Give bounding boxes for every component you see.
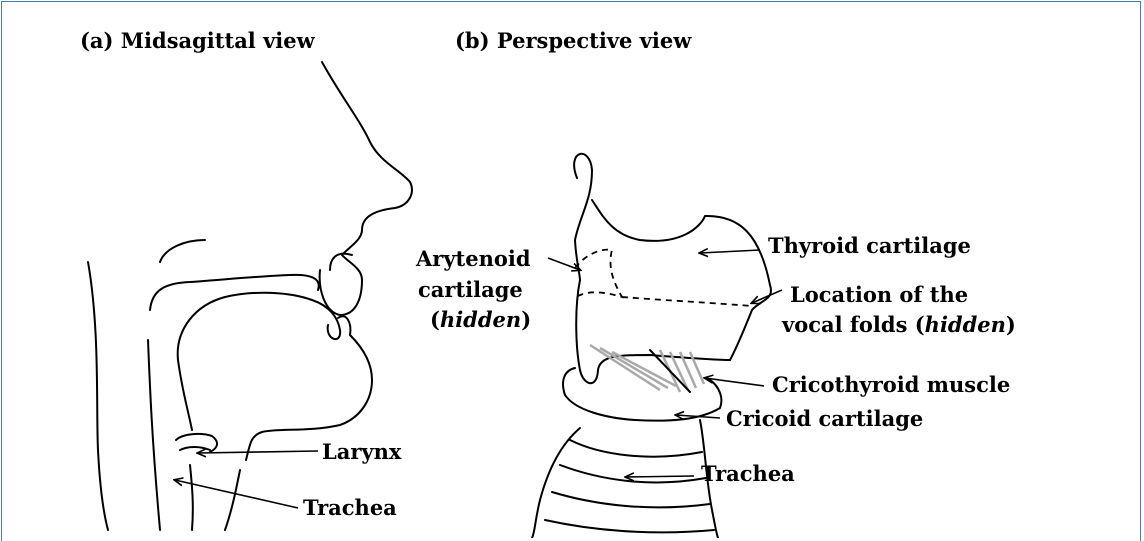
arytenoid-cartilage-dashed bbox=[575, 250, 622, 297]
cricoid-back bbox=[563, 368, 575, 395]
pharynx bbox=[178, 360, 192, 430]
trachea-b-arrow bbox=[626, 476, 694, 477]
face-profile bbox=[320, 62, 412, 315]
panel-a-title: (a) Midsagittal view bbox=[80, 28, 316, 53]
panel-b-title: (b) Perspective view bbox=[455, 28, 692, 53]
trachea-ring-4 bbox=[545, 520, 714, 532]
nasal-cavity-top bbox=[160, 240, 205, 262]
tongue-top bbox=[178, 293, 340, 360]
palate bbox=[150, 275, 319, 310]
trachea-back bbox=[190, 465, 193, 530]
spine-front-outline bbox=[148, 340, 160, 530]
trachea-ring-1 bbox=[570, 440, 702, 457]
label-location-2: vocal folds (hidden) bbox=[781, 312, 1016, 337]
label-arytenoid-2: cartilage bbox=[418, 277, 523, 302]
label-larynx: Larynx bbox=[322, 439, 402, 464]
label-location-1: Location of the bbox=[790, 282, 968, 307]
thyroid-lower bbox=[576, 280, 730, 383]
trachea-ring-2 bbox=[560, 465, 706, 482]
label-thyroid: Thyroid cartilage bbox=[768, 233, 971, 258]
thyroid-horn bbox=[574, 154, 592, 280]
vocal-folds-dashed bbox=[622, 297, 752, 306]
neck-back-outline bbox=[88, 262, 108, 530]
thyroid-plate bbox=[592, 200, 771, 360]
trachea-ring-3 bbox=[552, 492, 710, 507]
label-cricoid: Cricoid cartilage bbox=[726, 406, 923, 431]
label-trachea-b: Trachea bbox=[701, 461, 795, 486]
label-arytenoid-3: (hidden) bbox=[430, 307, 531, 332]
label-trachea-a: Trachea bbox=[303, 495, 397, 520]
cricoid-cartilage bbox=[565, 378, 721, 421]
muscle-stroke bbox=[590, 345, 660, 390]
trachea-front bbox=[225, 470, 240, 530]
arytenoid-arrow bbox=[548, 258, 580, 270]
larynx-fold bbox=[180, 447, 210, 450]
label-cricothyroid: Cricothyroid muscle bbox=[772, 372, 1010, 397]
location-arrow bbox=[752, 290, 782, 303]
thyroid-arrow bbox=[700, 250, 760, 253]
label-arytenoid-1: Arytenoid bbox=[415, 246, 531, 271]
larynx-arrow bbox=[198, 451, 318, 453]
